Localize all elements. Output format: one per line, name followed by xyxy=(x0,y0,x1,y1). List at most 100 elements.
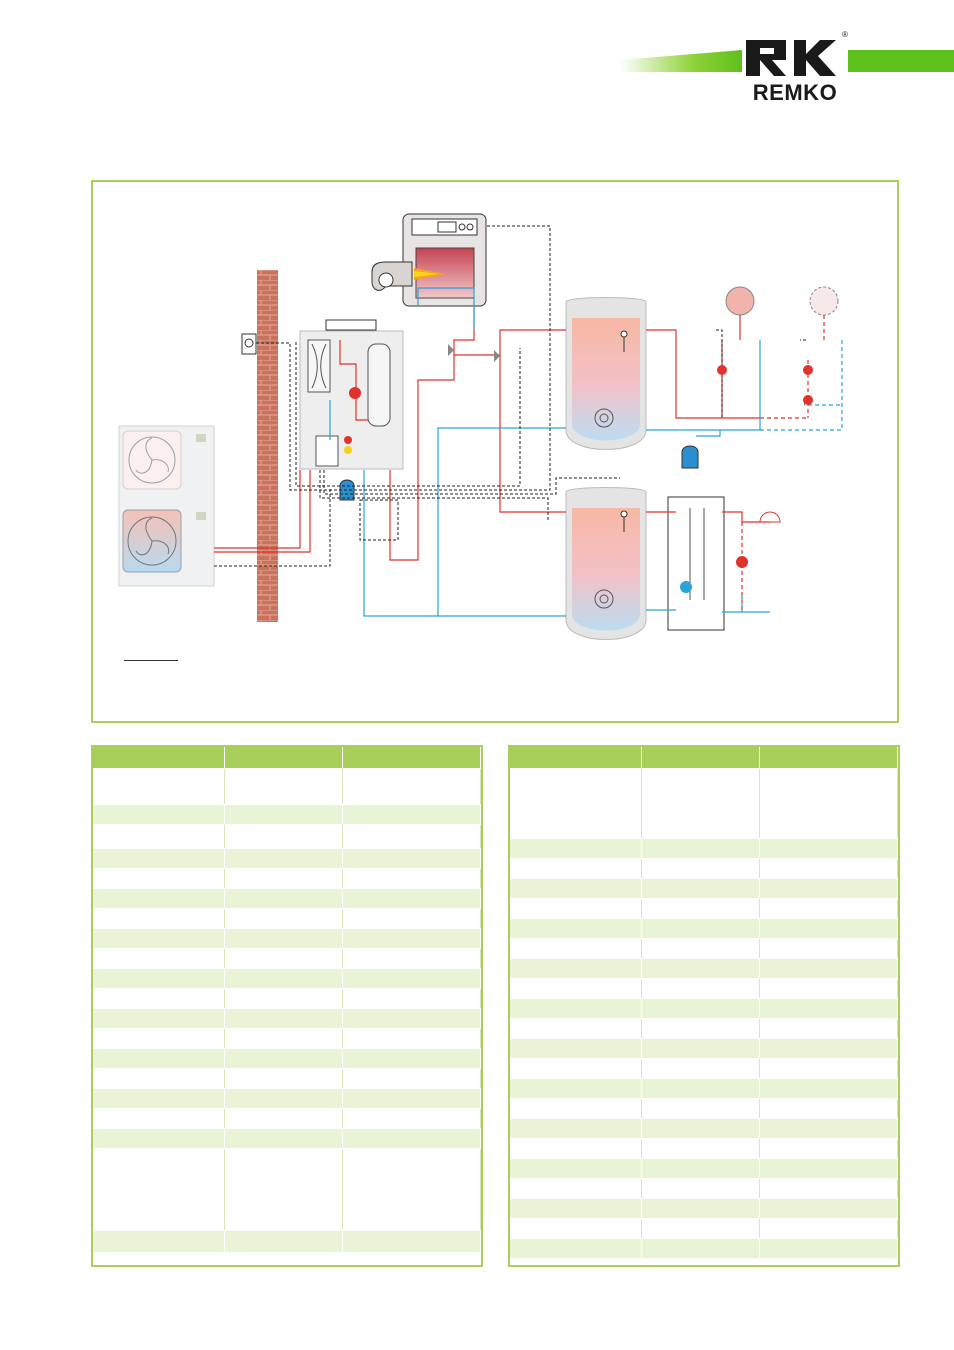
table-row xyxy=(510,1079,898,1099)
table-cell xyxy=(760,1139,898,1158)
table-cell xyxy=(642,1179,760,1198)
table-cell xyxy=(343,1049,481,1068)
table-cell xyxy=(225,909,343,928)
header-cell xyxy=(642,747,760,768)
table-row xyxy=(93,889,481,909)
table-cell xyxy=(642,1059,760,1078)
table-cell xyxy=(225,989,343,1008)
table-cell xyxy=(93,1009,225,1028)
table-cell xyxy=(510,1239,642,1258)
table-cell xyxy=(225,849,343,868)
table-cell xyxy=(343,849,481,868)
table-row xyxy=(510,1019,898,1039)
table-row xyxy=(93,1129,481,1149)
table-cell xyxy=(343,1069,481,1088)
table-cell xyxy=(225,1009,343,1028)
logo-mark-icon xyxy=(746,40,836,76)
table-row xyxy=(510,899,898,919)
table-cell xyxy=(93,869,225,888)
table-cell xyxy=(510,1099,642,1118)
table-cell xyxy=(343,1089,481,1108)
mixing-valve-icon xyxy=(448,344,460,356)
pump-icon xyxy=(680,581,692,593)
hot-pipes xyxy=(214,306,825,610)
table-cell xyxy=(93,1231,225,1252)
header-cell xyxy=(760,747,898,768)
table-row xyxy=(510,979,898,999)
legend-underline xyxy=(124,660,178,661)
table-cell xyxy=(642,959,760,978)
table-cell xyxy=(225,1231,343,1252)
table-cell xyxy=(343,1009,481,1028)
table-cell xyxy=(510,979,642,998)
fresh-water-station-icon xyxy=(667,496,725,631)
radiator-optional-icon xyxy=(809,286,839,316)
table-cell xyxy=(225,805,343,824)
table-header-row xyxy=(510,747,898,769)
table-cell xyxy=(642,769,760,838)
table-cell xyxy=(642,1079,760,1098)
table-cell xyxy=(93,989,225,1008)
table-row xyxy=(510,1239,898,1259)
table-cell xyxy=(510,1119,642,1138)
table-cell xyxy=(343,969,481,988)
table-cell xyxy=(642,1159,760,1178)
table-cell xyxy=(760,1079,898,1098)
table-cell xyxy=(760,1019,898,1038)
table-row xyxy=(93,989,481,1009)
table-header-row xyxy=(93,747,481,769)
table-cell xyxy=(760,939,898,958)
storage-tank-lower-icon xyxy=(565,487,647,640)
table-cell xyxy=(760,1219,898,1238)
table-row xyxy=(510,769,898,839)
table-cell xyxy=(642,919,760,938)
table-cell xyxy=(225,949,343,968)
table-row xyxy=(93,769,481,805)
table-right xyxy=(508,745,900,1267)
table-cell xyxy=(510,1039,642,1058)
table-row xyxy=(510,1219,898,1239)
table-cell xyxy=(93,969,225,988)
table-row xyxy=(93,869,481,889)
table-row xyxy=(510,999,898,1019)
table-cell xyxy=(225,1029,343,1048)
table-cell xyxy=(760,1239,898,1258)
table-cell xyxy=(642,1099,760,1118)
table-row xyxy=(510,879,898,899)
table-cell xyxy=(343,1129,481,1148)
table-cell xyxy=(93,889,225,908)
table-cell xyxy=(225,1069,343,1088)
table-row xyxy=(510,939,898,959)
table-cell xyxy=(760,859,898,878)
header-cell xyxy=(93,747,225,768)
table-cell xyxy=(642,1139,760,1158)
table-cell xyxy=(93,1069,225,1088)
header-cell xyxy=(225,747,343,768)
storage-tank-upper-icon xyxy=(565,297,647,450)
table-cell xyxy=(343,989,481,1008)
table-row xyxy=(93,949,481,969)
table-cell xyxy=(225,825,343,848)
hydraulic-diagram-frame xyxy=(91,180,899,723)
table-row xyxy=(93,1149,481,1231)
table-cell xyxy=(343,889,481,908)
table-cell xyxy=(760,879,898,898)
table-cell xyxy=(93,1089,225,1108)
table-cell xyxy=(225,1109,343,1128)
table-cell xyxy=(343,909,481,928)
table-cell xyxy=(510,1019,642,1038)
table-cell xyxy=(642,939,760,958)
table-cell xyxy=(510,919,642,938)
table-cell xyxy=(510,859,642,878)
table-row xyxy=(93,1069,481,1089)
table-cell xyxy=(760,1099,898,1118)
shower-head-icon xyxy=(759,511,781,523)
table-cell xyxy=(760,769,898,838)
table-cell xyxy=(225,1129,343,1148)
table-cell xyxy=(343,929,481,948)
table-cell xyxy=(510,1219,642,1238)
table-cell xyxy=(343,1109,481,1128)
table-cell xyxy=(642,1219,760,1238)
table-cell xyxy=(343,1029,481,1048)
